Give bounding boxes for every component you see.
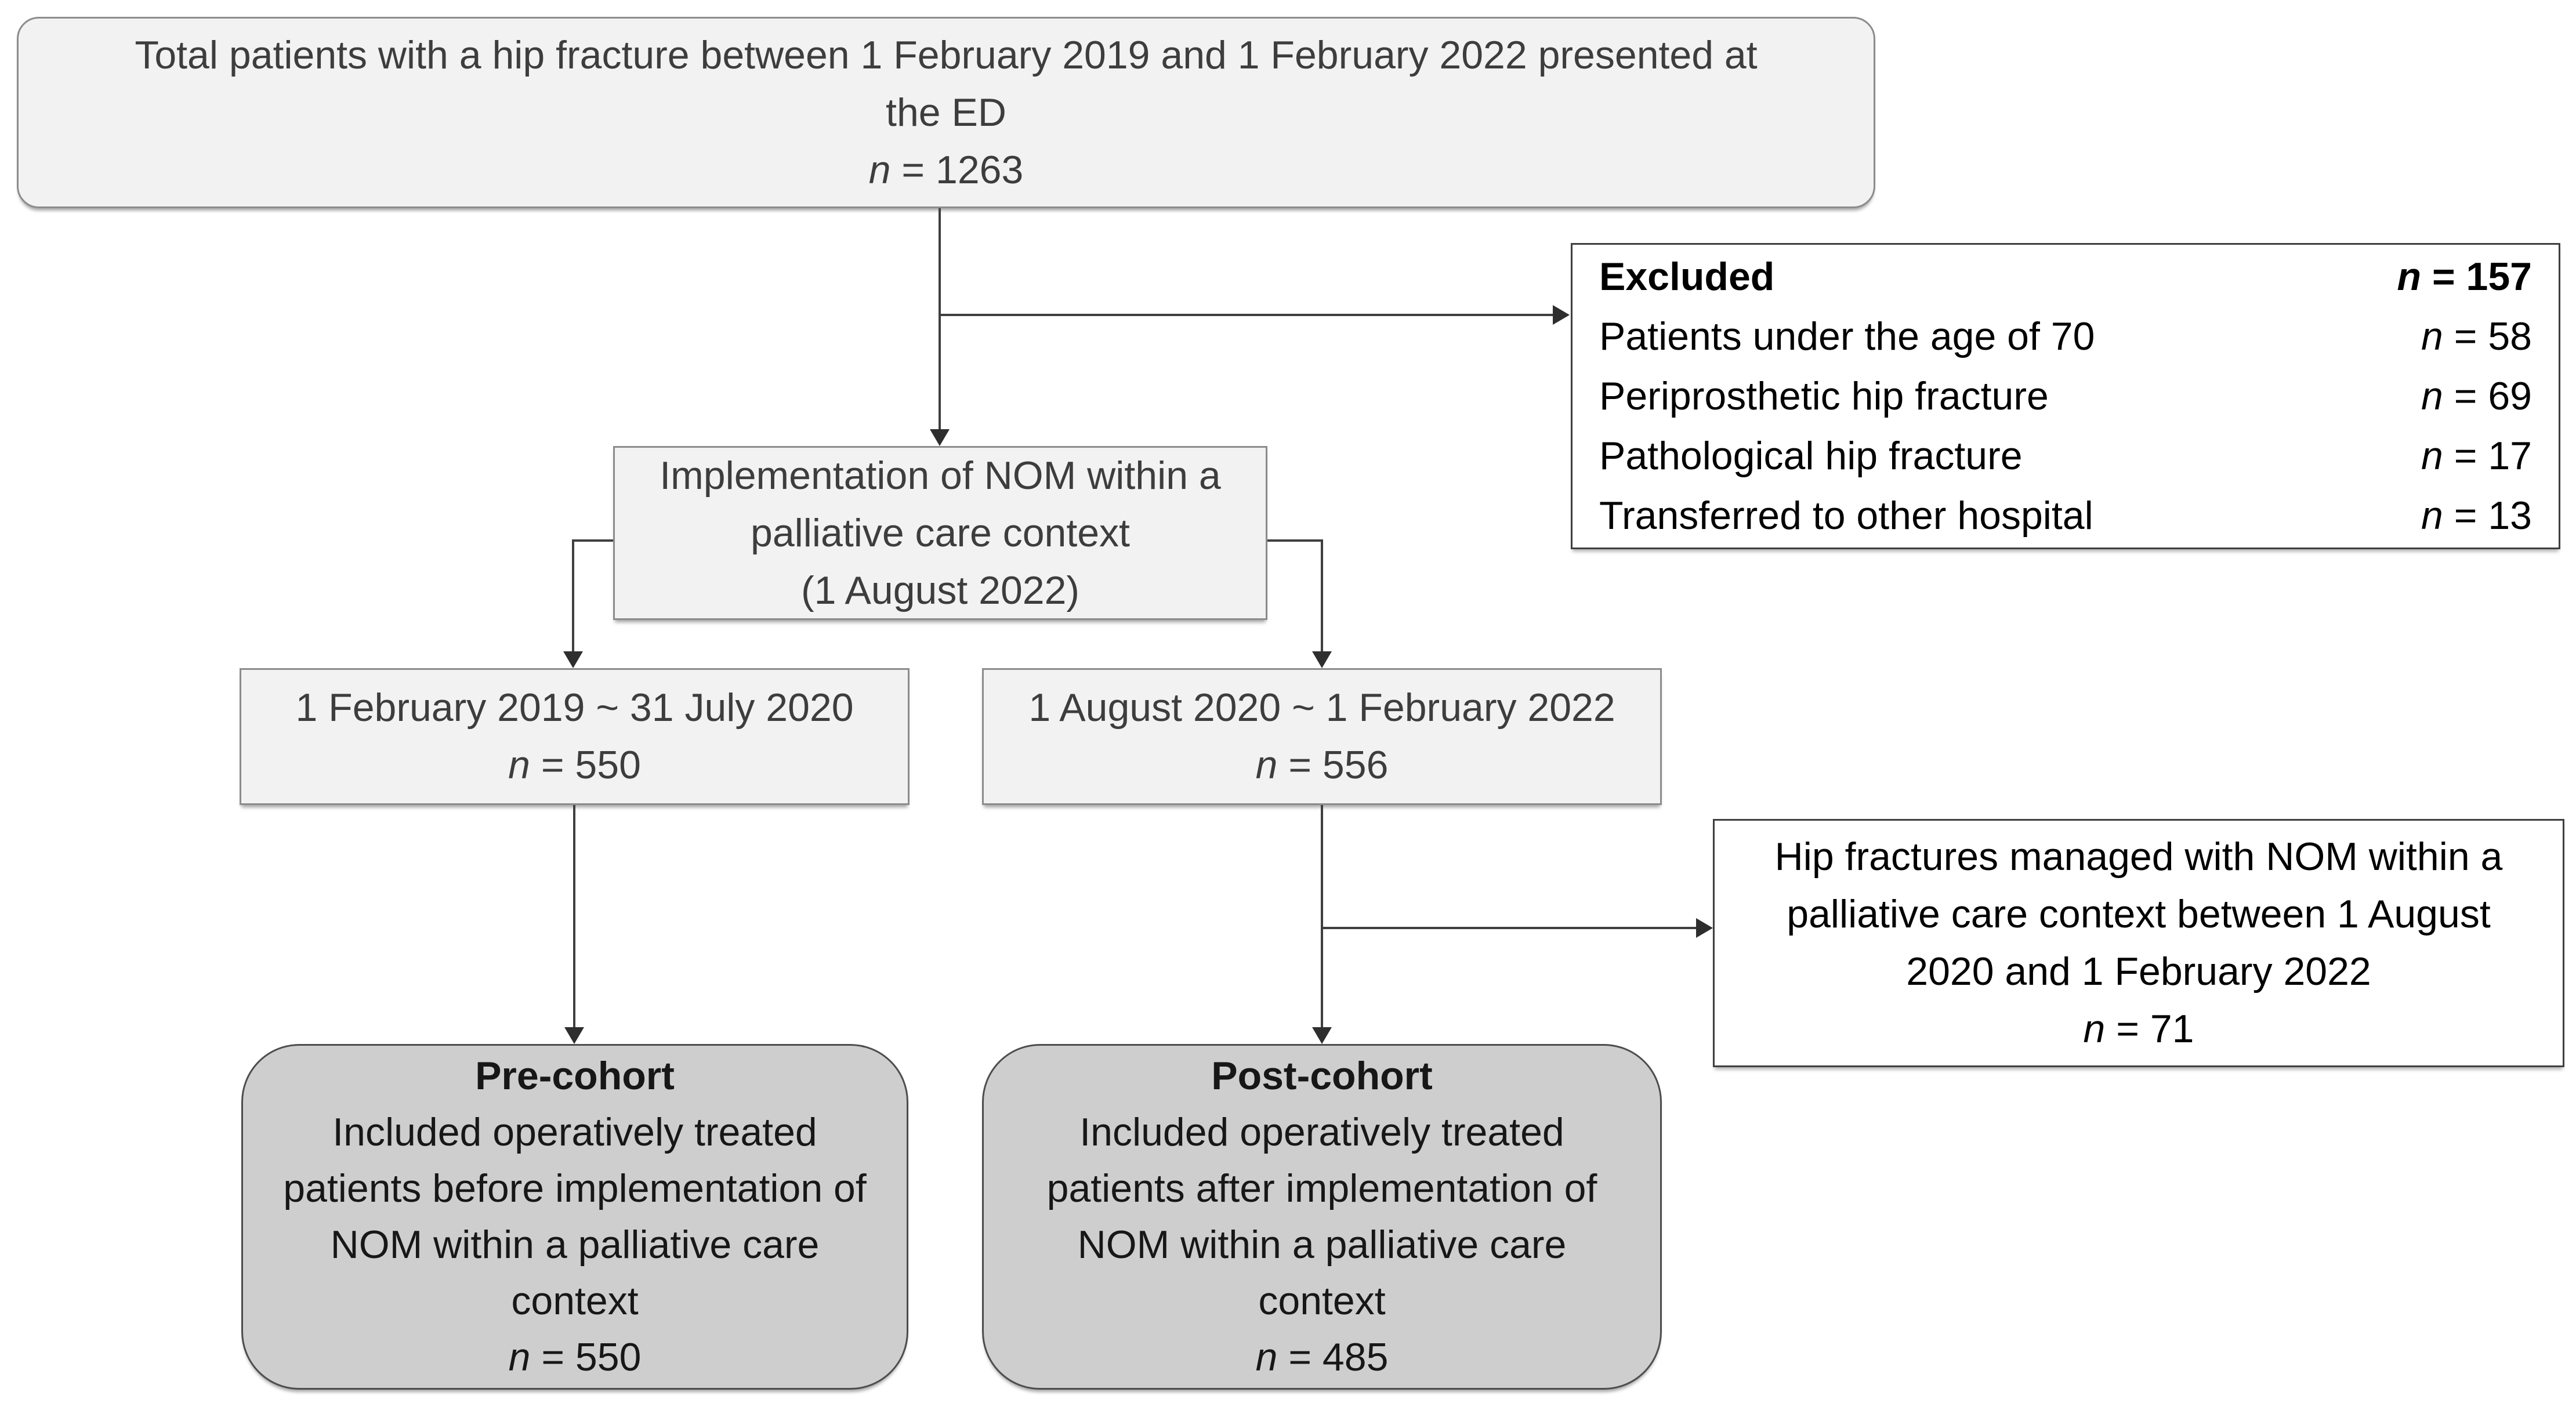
nom-info-n: n = 71 [2083,1007,2194,1051]
implementation-text-line2: palliative care context [751,510,1130,555]
box-period-post: 1 August 2020 ~ 1 February 2022 n = 556 [982,668,1662,805]
connector-implementation-to-period-post [1321,539,1323,652]
post-cohort-n: n = 485 [1255,1335,1389,1379]
arrowhead-into-post-cohort [1312,1027,1332,1044]
implementation-date: (1 August 2022) [800,568,1080,612]
box-pre-cohort: Pre-cohort Included operatively treated … [241,1044,908,1390]
nom-info-text-line2: palliative care context between 1 August [1787,892,2491,936]
excluded-row-n-value: n = 157 [2397,254,2532,299]
arrowhead-into-excluded [1553,305,1570,325]
arrowhead-into-implementation [930,429,950,446]
implementation-text-line1: Implementation of NOM within a [660,453,1221,498]
excluded-row: Periprosthetic hip fracture n = 69 [1599,367,2532,426]
period-post-dates: 1 August 2020 ~ 1 February 2022 [1028,686,1615,730]
pre-cohort-title: Pre-cohort [475,1054,675,1098]
connector-to-nom-info [1321,927,1697,929]
arrowhead-into-period-post [1312,651,1332,668]
arrowhead-into-pre-cohort [564,1027,584,1044]
excluded-row-label: Transferred to other hospital [1599,493,2093,538]
excluded-row-label: Periprosthetic hip fracture [1599,374,2049,418]
excluded-row-n-value: n = 13 [2421,493,2532,538]
excluded-row: Patients under the age of 70 n = 58 [1599,307,2532,367]
connector-period-pre-to-pre-cohort [573,805,575,1028]
post-cohort-text-line3: NOM within a palliative care [1077,1223,1567,1267]
box-nom-palliative-info: Hip fractures managed with NOM within a … [1713,819,2564,1067]
excluded-row-header: Excluded n = 157 [1599,247,2532,307]
nom-info-text-line3: 2020 and 1 February 2022 [1906,949,2371,994]
excluded-row-label: Excluded [1599,254,1775,299]
post-cohort-text-line2: patients after implementation of [1046,1166,1597,1210]
excluded-row: Transferred to other hospital n = 13 [1599,486,2532,546]
period-post-n: n = 556 [1255,743,1389,787]
pre-cohort-text-line1: Included operatively treated [332,1110,817,1154]
connector-to-excluded [939,314,1553,316]
total-patients-n: n = 1263 [868,147,1024,192]
total-patients-text-line1: Total patients with a hip fracture betwe… [135,32,1758,77]
post-cohort-title: Post-cohort [1211,1054,1433,1098]
pre-cohort-text-line4: context [511,1279,639,1323]
excluded-row-label: Pathological hip fracture [1599,433,2023,478]
pre-cohort-text-line2: patients before implementation of [283,1166,867,1210]
excluded-row: Pathological hip fracture n = 17 [1599,426,2532,486]
box-excluded: Excluded n = 157 Patients under the age … [1571,243,2560,549]
post-cohort-text-line1: Included operatively treated [1079,1110,1564,1154]
connector-total-to-implementation [939,208,941,430]
box-period-pre: 1 February 2019 ~ 31 July 2020 n = 550 [240,668,910,805]
connector-implementation-right-horizontal [1267,539,1323,542]
pre-cohort-text-line3: NOM within a palliative care [330,1223,820,1267]
nom-info-text-line1: Hip fractures managed with NOM within a [1774,835,2503,879]
period-pre-dates: 1 February 2019 ~ 31 July 2020 [295,686,854,730]
box-post-cohort: Post-cohort Included operatively treated… [982,1044,1662,1390]
arrowhead-into-nom-info [1696,918,1713,938]
excluded-row-label: Patients under the age of 70 [1599,314,2095,358]
excluded-row-n-value: n = 17 [2421,433,2532,478]
box-total-patients: Total patients with a hip fracture betwe… [17,17,1875,208]
period-pre-n: n = 550 [508,743,641,787]
excluded-row-n-value: n = 69 [2421,374,2532,418]
connector-period-post-to-post-cohort [1321,805,1323,1028]
post-cohort-text-line4: context [1258,1279,1386,1323]
pre-cohort-n: n = 550 [508,1335,642,1379]
connector-implementation-left-horizontal [572,539,613,542]
box-implementation-nom: Implementation of NOM within a palliativ… [613,446,1267,620]
connector-implementation-to-period-pre [572,539,574,652]
excluded-row-n-value: n = 58 [2421,314,2532,358]
total-patients-text-line2: the ED [886,90,1006,135]
arrowhead-into-period-pre [563,651,583,668]
